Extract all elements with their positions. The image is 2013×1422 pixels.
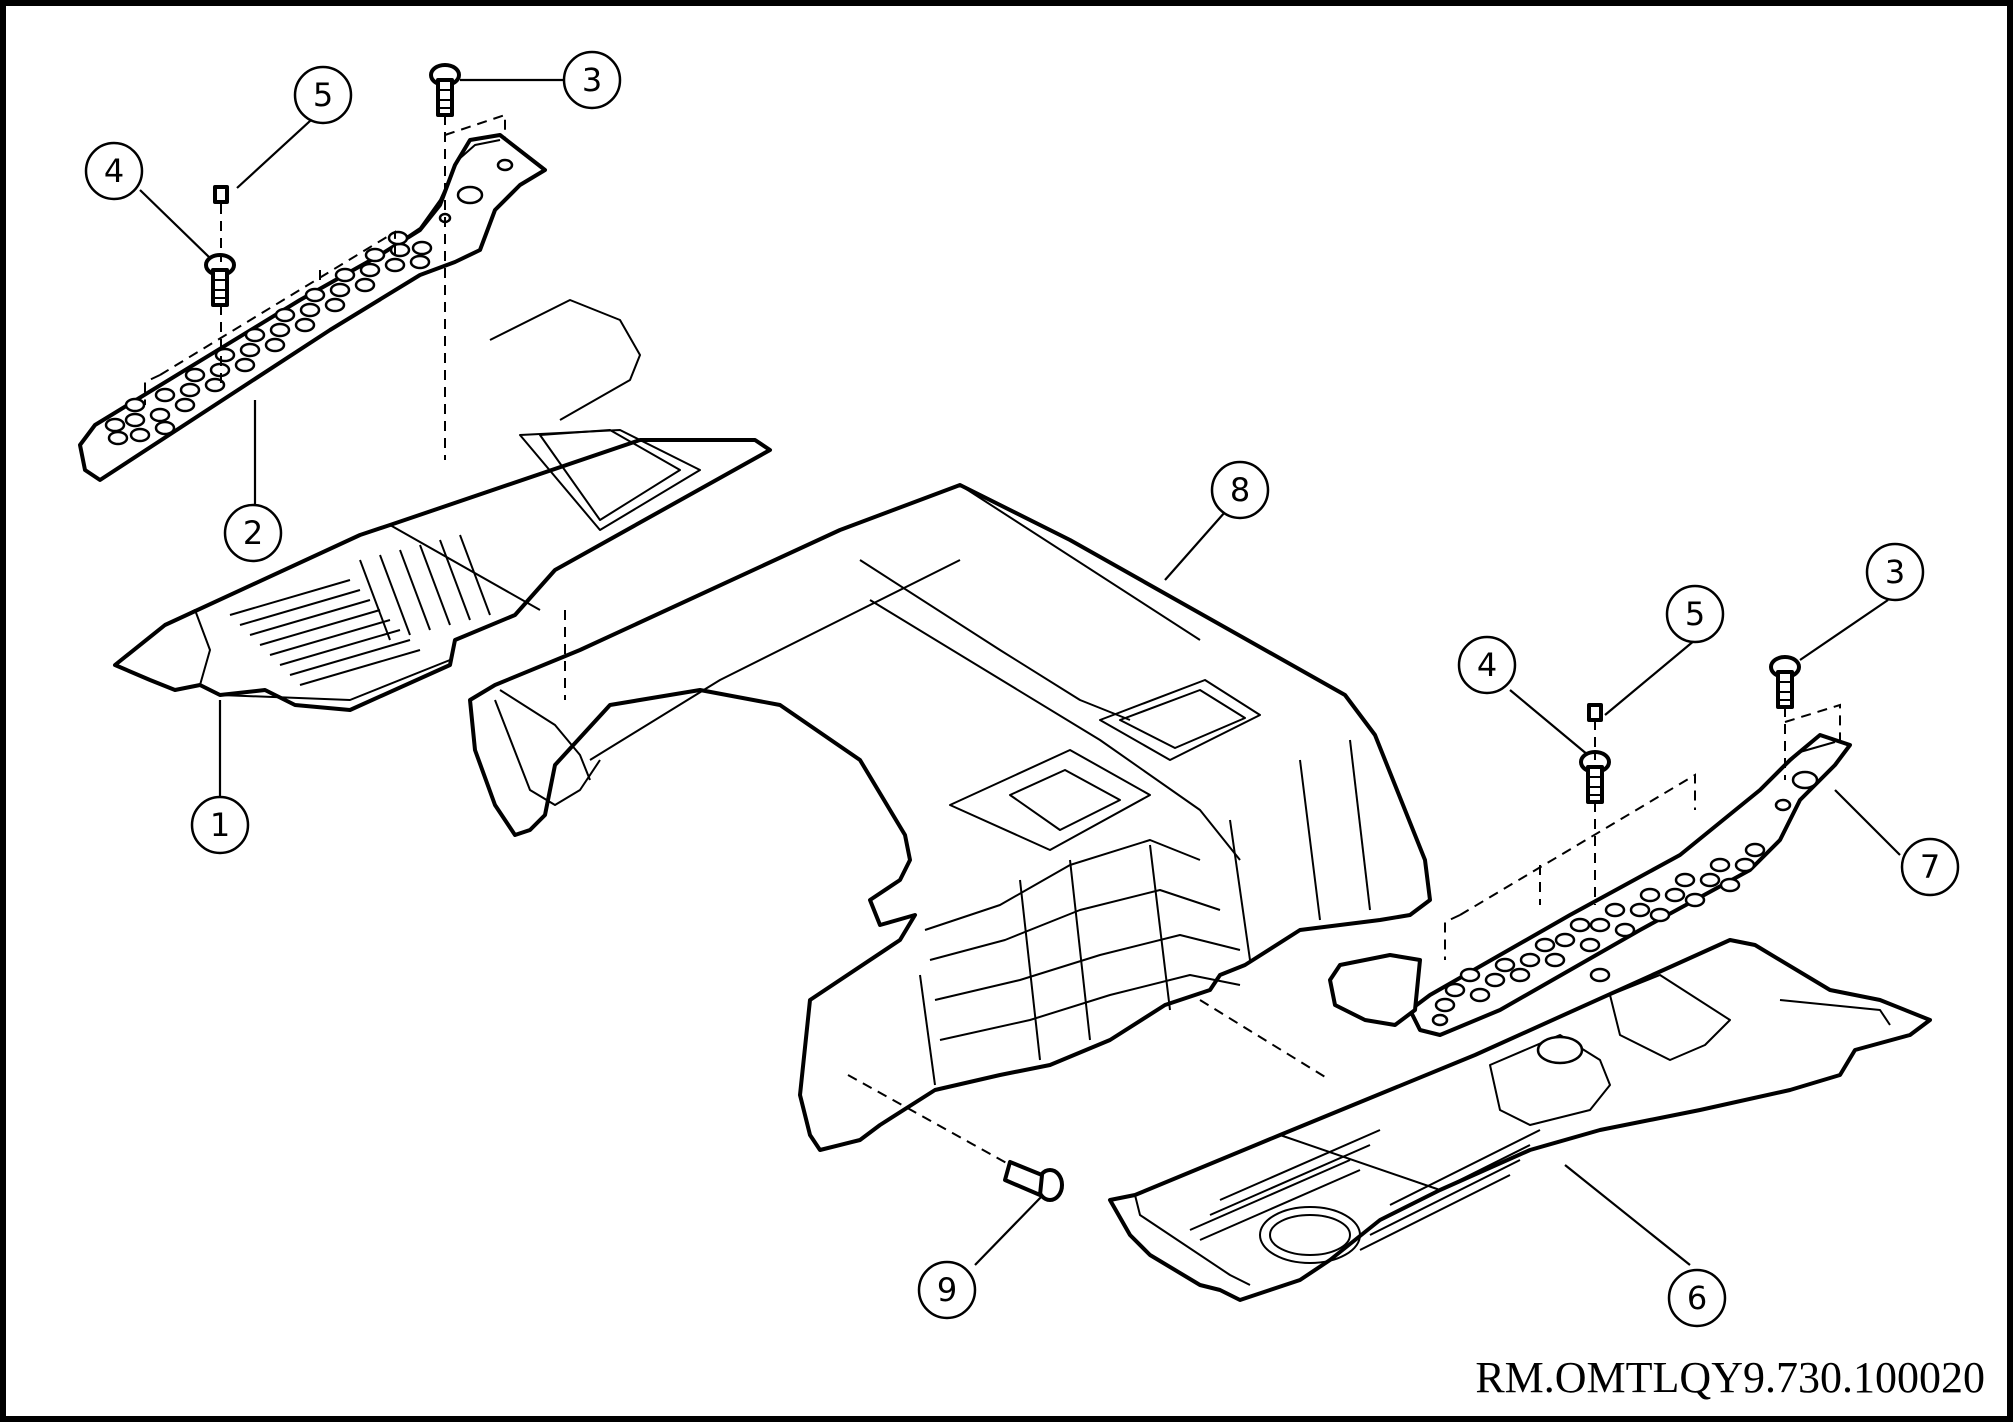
part-2-left-step-plate xyxy=(78,133,547,482)
callout-8: 8 xyxy=(1210,460,1270,520)
callout-3-right: 3 xyxy=(1865,542,1925,602)
part-6-right-floor-mat xyxy=(1108,938,1932,1302)
callout-2: 2 xyxy=(223,503,283,563)
callout-4-right-label: 4 xyxy=(1477,646,1497,684)
callout-9: 9 xyxy=(917,1260,977,1320)
callout-7-label: 7 xyxy=(1920,848,1940,886)
callout-5-left: 5 xyxy=(293,65,353,125)
part-1-ribs xyxy=(229,534,491,686)
callout-3-left: 3 xyxy=(562,50,622,110)
callout-2-label: 2 xyxy=(243,514,263,552)
part-7-right-step-plate xyxy=(1328,733,1852,1037)
callout-5-left-label: 5 xyxy=(313,76,333,114)
callout-5-right: 5 xyxy=(1665,584,1725,644)
screw-9 xyxy=(1003,1160,1064,1202)
part-8-center-cover xyxy=(468,483,1432,1152)
clip-5-right xyxy=(1587,703,1603,722)
reference-code: RM.OMTLQY9.730.100020 xyxy=(1475,1353,1985,1402)
fasteners xyxy=(204,63,1801,1202)
callout-4-left: 4 xyxy=(84,141,144,201)
callout-3-left-label: 3 xyxy=(582,61,602,99)
leader-lines xyxy=(139,78,1901,1266)
callout-6: 6 xyxy=(1667,1268,1727,1328)
callout-4-left-label: 4 xyxy=(104,152,124,190)
callout-8-label: 8 xyxy=(1230,471,1250,509)
callout-5-right-label: 5 xyxy=(1685,595,1705,633)
callout-9-label: 9 xyxy=(937,1271,957,1309)
callout-1: 1 xyxy=(190,795,250,855)
part-2-holes xyxy=(104,158,514,446)
screw-3-right xyxy=(1769,655,1801,709)
callout-3-right-label: 3 xyxy=(1885,553,1905,591)
callout-6-label: 6 xyxy=(1687,1279,1707,1317)
clip-5-left xyxy=(213,185,229,204)
part-6-ribs xyxy=(1189,1129,1541,1251)
callout-1-label: 1 xyxy=(210,806,230,844)
part-7-holes xyxy=(1431,770,1819,1027)
assembly-lines xyxy=(144,113,1841,1166)
part-1-left-floor-mat xyxy=(113,299,772,712)
callout-4-right: 4 xyxy=(1457,635,1517,695)
callout-7: 7 xyxy=(1900,837,1960,897)
